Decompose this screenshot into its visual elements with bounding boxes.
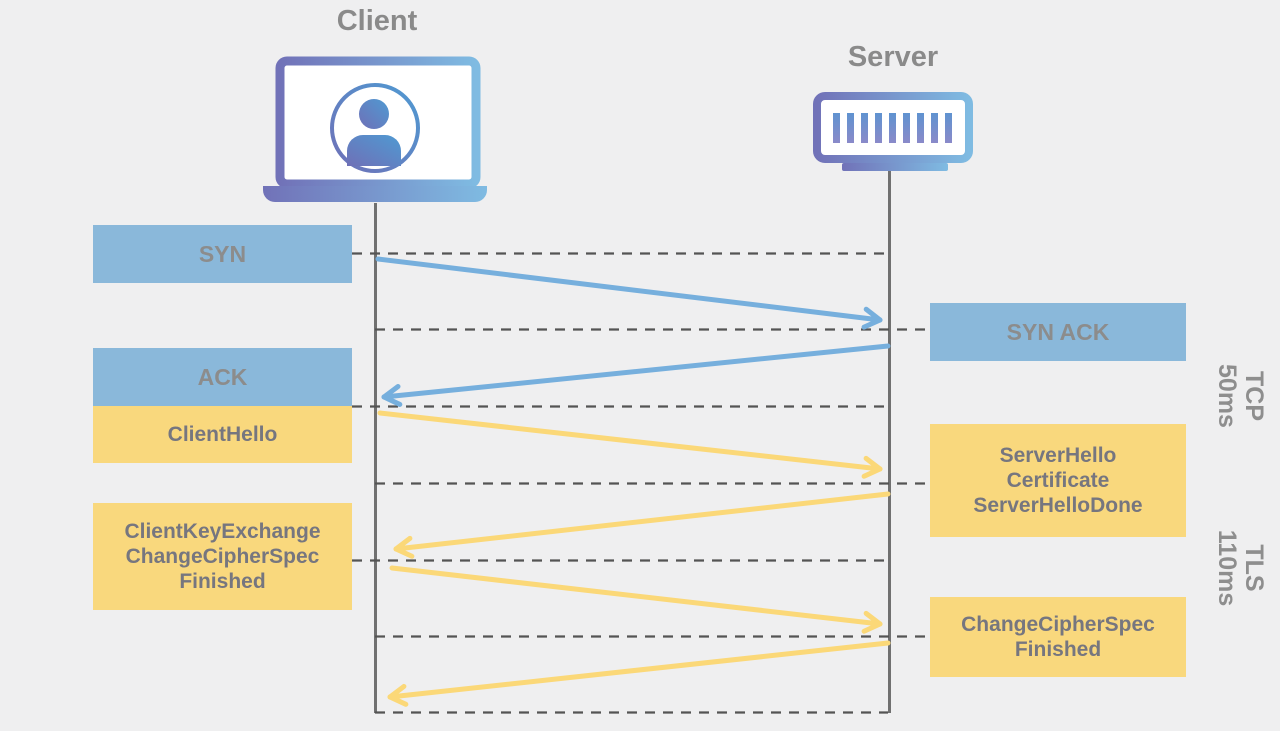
message-box-client-hello: ClientHello — [93, 406, 352, 463]
message-box-client-key-exchange: ClientKeyExchange ChangeCipherSpec Finis… — [93, 503, 352, 610]
message-box-syn: SYN — [93, 225, 352, 283]
phase-label-tcp: TCP 50ms — [1213, 364, 1268, 428]
arrow-syn — [375, 256, 883, 330]
message-box-syn-ack: SYN ACK — [930, 303, 1186, 361]
server-slots-icon — [833, 113, 952, 143]
arrow-client-key-exchange — [389, 565, 883, 634]
message-box-ack: ACK — [93, 348, 352, 406]
message-box-server-hello: ServerHello Certificate ServerHelloDone — [930, 424, 1186, 537]
arrow-client-hello — [377, 410, 883, 479]
arrow-change-cipher-spec — [387, 640, 891, 707]
user-avatar-icon — [330, 83, 420, 173]
server-title: Server — [847, 41, 939, 73]
client-laptop-icon — [263, 56, 487, 202]
arrow-syn-ack — [381, 343, 891, 407]
server-icon — [813, 92, 973, 171]
arrow-server-hello — [393, 491, 891, 559]
phase-tls-duration: 110ms — [1213, 529, 1241, 607]
phase-tls-name: TLS — [1240, 544, 1268, 592]
client-title: Client — [336, 5, 418, 37]
phase-tcp-duration: 50ms — [1213, 364, 1241, 428]
phase-tcp-name: TCP — [1240, 370, 1268, 421]
phase-label-tls: TLS 110ms — [1213, 529, 1268, 607]
message-box-change-cipher-spec: ChangeCipherSpec Finished — [930, 597, 1186, 677]
